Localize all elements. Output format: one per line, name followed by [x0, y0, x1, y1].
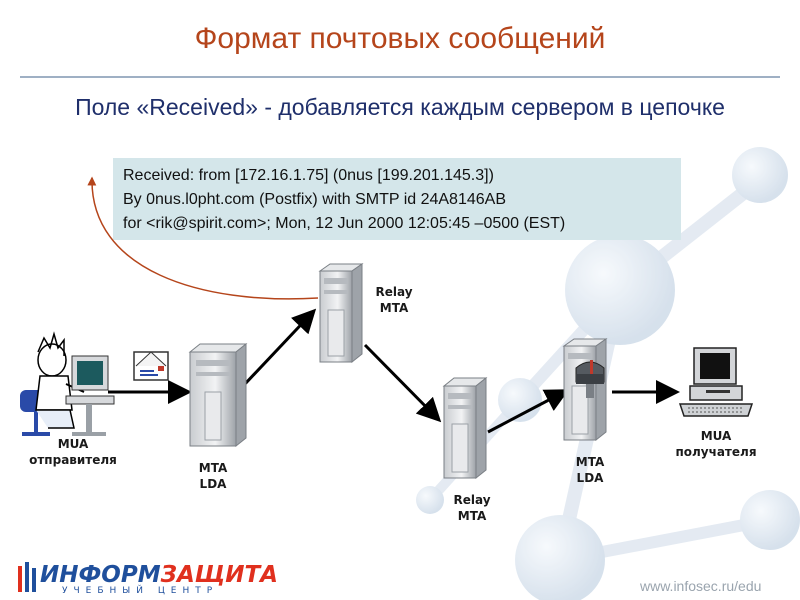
server-mta-lda-1-icon: [188, 342, 248, 448]
received-line-1: Received: from [172.16.1.75] (0nus [199.…: [123, 167, 494, 184]
server-relay-1-icon: [318, 263, 364, 364]
arrow-mta-to-relay1: [242, 308, 317, 387]
label-relay-1: Relay MTA: [375, 285, 413, 315]
footer-url[interactable]: www.infosec.ru/edu: [640, 578, 762, 594]
mailbox-icon: [575, 360, 605, 398]
sender-computer-icon: [65, 355, 115, 436]
title-divider: [20, 76, 780, 78]
label-mua-recipient: MUA получателя: [675, 429, 757, 459]
logo-text-part2: ЗАЩИТА: [160, 562, 278, 588]
label-relay-2: Relay MTA: [453, 493, 491, 523]
logo-text-part1: ИНФОРМ: [40, 562, 161, 588]
server-relay-2-icon: [442, 376, 488, 480]
logo-text: ИНФОРМЗАЩИТА: [40, 562, 278, 588]
logo-tagline: УЧЕБНЫЙ ЦЕНТР: [62, 586, 219, 596]
recipient-computer-icon: [678, 347, 754, 417]
slide-subtitle: Поле «Received» - добавляется каждым сер…: [75, 94, 725, 120]
arrow-relay1-to-relay2: [363, 343, 442, 423]
received-line-2: By 0nus.l0pht.com (Postfix) with SMTP id…: [123, 191, 506, 208]
received-curve-arrow: [87, 176, 319, 300]
received-header-box: Received: from [172.16.1.75] (0nus [199.…: [113, 158, 681, 240]
arrow-relay2-to-mta2: [487, 389, 570, 434]
received-line-3: for <rik@spirit.com>; Mon, 12 Jun 2000 1…: [123, 215, 566, 232]
envelope-icon: [133, 351, 169, 381]
server-mta-lda-2-icon: [562, 338, 608, 442]
sender-person-icon: [20, 331, 85, 436]
label-mua-sender: MUA отправителя: [29, 437, 117, 467]
label-mta-lda-1: MTA LDA: [198, 461, 228, 491]
label-mta-lda-2: MTA LDA: [575, 455, 605, 485]
logo-mark-icon: [18, 562, 36, 592]
slide-title: Формат почтовых сообщений: [194, 22, 606, 55]
